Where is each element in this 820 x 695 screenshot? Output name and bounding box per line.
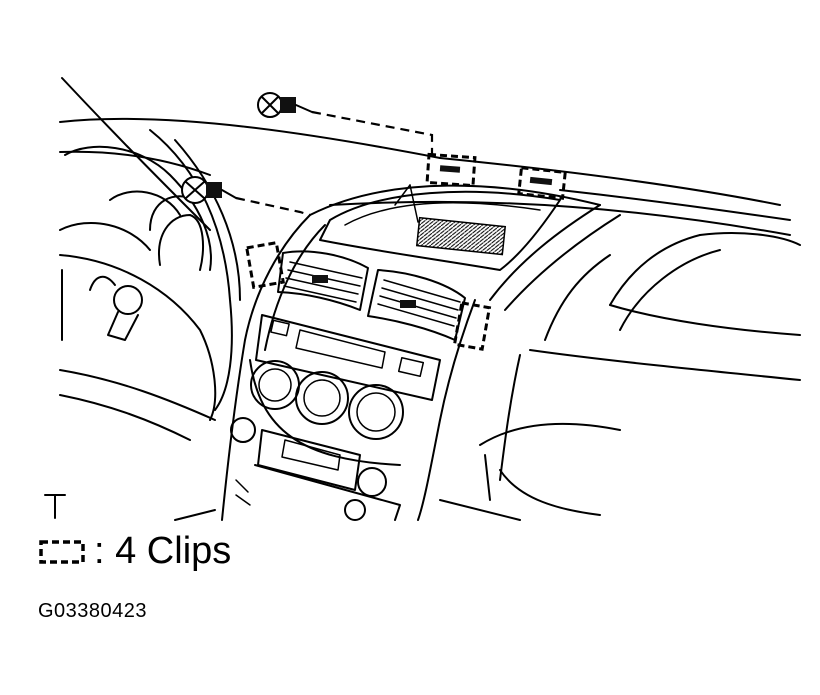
clip-top-right bbox=[517, 166, 567, 200]
clip-top-left bbox=[425, 152, 477, 188]
clip-left bbox=[245, 240, 285, 290]
air-vent-left bbox=[277, 250, 369, 311]
air-vent-right bbox=[367, 269, 466, 341]
radio-head-unit bbox=[255, 314, 441, 401]
glovebox bbox=[499, 232, 801, 481]
steering-wheel bbox=[59, 129, 241, 441]
bolt-upper bbox=[257, 92, 313, 118]
legend-label: : 4 Clips bbox=[94, 530, 232, 572]
t-marker bbox=[44, 494, 66, 519]
center-stack bbox=[221, 184, 621, 521]
legend: : 4 Clips bbox=[38, 530, 231, 573]
clip-right bbox=[452, 301, 492, 351]
bolt-lower bbox=[181, 176, 237, 204]
figure-code: G03380423 bbox=[38, 600, 148, 622]
display-opening bbox=[319, 184, 561, 271]
dashed-clip-box-icon bbox=[39, 539, 85, 564]
leader-line-bottom bbox=[174, 509, 216, 521]
a-pillar bbox=[59, 77, 441, 231]
bolt-leader-lines bbox=[235, 110, 434, 217]
stalk-lever bbox=[89, 275, 143, 341]
instrument-cluster bbox=[59, 145, 212, 271]
dashboard-top-edge bbox=[329, 157, 791, 236]
lower-dash-lines bbox=[439, 422, 621, 521]
lower-panel bbox=[230, 417, 401, 521]
